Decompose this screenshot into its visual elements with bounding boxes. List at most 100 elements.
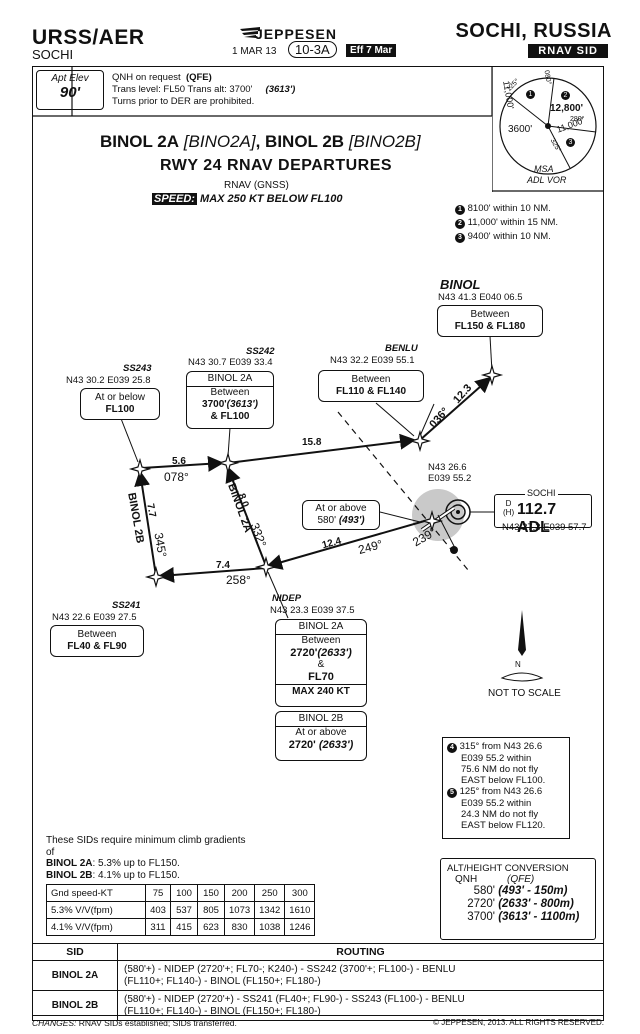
table-row: BINOL 2A (580'+) - NIDEP (2720'+; FL70-;… [32, 960, 604, 991]
table-row: BINOL 2B (580'+) - NIDEP (2720'+) - SS24… [32, 990, 604, 1021]
restriction-line [337, 411, 469, 571]
ss241-coord: N43 22.6 E039 27.5 [52, 612, 137, 623]
der-coord-2: E039 55.2 [428, 473, 472, 484]
effective-date: Eff 7 Mar [346, 44, 397, 57]
turns-note: Turns prior to DER are prohibited. [112, 96, 255, 107]
qnh-line: QNH on request (QFE) [112, 72, 212, 83]
conversion-row: 3700' (3613' - 1100m) [467, 911, 580, 923]
procedure-subtitle: RWY 24 RNAV DEPARTURES [160, 157, 393, 174]
msa-diagram [492, 66, 604, 192]
alt-height-conversion: ALT/HEIGHT CONVERSION QNH(QFE) 580' (493… [440, 858, 596, 940]
chart-type-badge: RNAV SID [528, 44, 608, 58]
leg-nidep-ss242 [225, 466, 267, 567]
apt-elev-box: Apt Elev 90' [36, 70, 104, 110]
leg-258-course: 258° [226, 573, 251, 587]
conversion-row: 580' (493' - 150m) [473, 885, 568, 897]
waypoint-ss241-icon [144, 565, 168, 589]
msa-alt-c: 3600' [508, 124, 533, 135]
leg-ss242-benlu [227, 433, 416, 464]
jeppesen-logo-icon [240, 27, 260, 38]
leg-7-7-dist: 7.7 [144, 502, 158, 519]
not-to-scale: NOT TO SCALE [488, 688, 561, 699]
airport-id: URSS/AER [32, 26, 145, 49]
copyright: © JEPPESEN, 2013. ALL RIGHTS RESERVED. [433, 1018, 604, 1027]
changes-note: CHANGES: RNAV SIDs established; SIDs tra… [32, 1018, 237, 1028]
leg-nidep-ss241 [158, 566, 267, 583]
leg-078-course: 078° [164, 470, 189, 484]
north-label: N [515, 660, 521, 669]
vor-dh: D(H) [503, 499, 515, 517]
leg-ss241-ss243 [134, 470, 157, 577]
leg-ss243-ss242 [141, 455, 224, 472]
ss241-name: SS241 [112, 600, 141, 611]
vor-name: SOCHI [525, 488, 558, 498]
leg-benlu-binol [419, 376, 492, 441]
benlu-coord: N43 32.2 E039 55.1 [330, 355, 415, 366]
der-coord-1: N43 26.6 [428, 462, 467, 473]
apt-elev-label: Apt Elev [51, 73, 89, 84]
procedure-title: BINOL 2A [BINO2A], BINOL 2B [BINO2B] [100, 132, 421, 151]
speed-limit: SPEED: MAX 250 KT BELOW FL100 [152, 193, 343, 205]
msa-notes: 1 8100' within 10 NM. 2 11,000' within 1… [455, 203, 558, 243]
conversion-row: 2720' (2633' - 800m) [467, 898, 574, 910]
nidep-name: NIDEP [272, 593, 302, 604]
msa-ref: ADL VOR [527, 175, 567, 185]
nidep-coord: N43 23.3 E039 37.5 [270, 605, 355, 616]
waypoint-ss242-icon [216, 451, 240, 475]
binol-coord: N43 41.3 E040 06.5 [438, 292, 523, 303]
ss243-coord: N43 30.2 E039 25.8 [66, 375, 151, 386]
msa-brg-280: 280° [570, 116, 585, 123]
ss243-name: SS243 [123, 363, 152, 374]
waypoint-binol-icon [480, 363, 504, 387]
vor-ident: ADL [517, 519, 550, 536]
restriction-5: 5 125° from N43 26.6 E039 55.2 within 24… [447, 786, 565, 831]
msa-alt-b: 12,800' [550, 103, 583, 114]
msa-label: MSA [534, 164, 554, 174]
airport-city: SOCHI [32, 47, 74, 62]
ss242-name: SS242 [246, 346, 275, 357]
vor-box: SOCHI D(H) 112.7 ADL [494, 488, 592, 536]
waypoint-ss243-icon [128, 457, 152, 481]
nidep-constraint-2a: BINOL 2A Between 2720'(2633') & FL70 MAX… [275, 619, 367, 707]
leg-15-8-dist: 15.8 [302, 437, 322, 448]
rnav-type: RNAV (GNSS) [224, 180, 289, 191]
waypoint-nidep-icon [254, 555, 278, 579]
leg-der-nidep [266, 519, 429, 570]
msa-sector-3: 3 [566, 138, 575, 147]
trans-line: Trans level: FL50 Trans alt: 3700' (3613… [112, 84, 296, 95]
ss242-coord: N43 30.7 E039 33.4 [188, 357, 273, 368]
leg-7-4-dist: 7.4 [216, 560, 230, 571]
chart-page-number: 10-3A [288, 41, 337, 58]
msa-note-1: 1 8100' within 10 NM. [455, 203, 558, 215]
msa-note-3: 3 9400' within 10 NM. [455, 231, 558, 243]
apt-elev-value: 90' [59, 84, 81, 101]
leg-5-6-dist: 5.6 [172, 456, 186, 467]
der-constraint: At or above 580' (493') [302, 500, 380, 530]
waypoint-der-icon [420, 509, 444, 533]
msa-sector-2: 2 [561, 91, 570, 100]
nidep-constraint-2b: BINOL 2B At or above 2720' (2633') [275, 711, 367, 761]
north-arrow-icon [500, 610, 544, 682]
ss242-constraint: BINOL 2A Between 3700'(3613') & FL100 [186, 371, 274, 429]
vor-coord: N43 27.3 E039 57.7 [502, 522, 587, 533]
msa-sector-1: 1 [526, 90, 535, 99]
waypoint-benlu-icon [408, 429, 432, 453]
climb-gradient-note: These SIDs require minimum climb gradien… [46, 835, 246, 881]
chart-location: SOCHI, RUSSIA [455, 20, 612, 42]
restriction-4: 4 315° from N43 26.6 E039 55.2 within 75… [447, 741, 565, 786]
chart-date: 1 MAR 13 [232, 46, 277, 57]
vor-freq: 112.7 [517, 501, 557, 518]
binol-name: BINOL [440, 277, 481, 292]
jeppesen-brand: JEPPESEN [255, 26, 337, 42]
